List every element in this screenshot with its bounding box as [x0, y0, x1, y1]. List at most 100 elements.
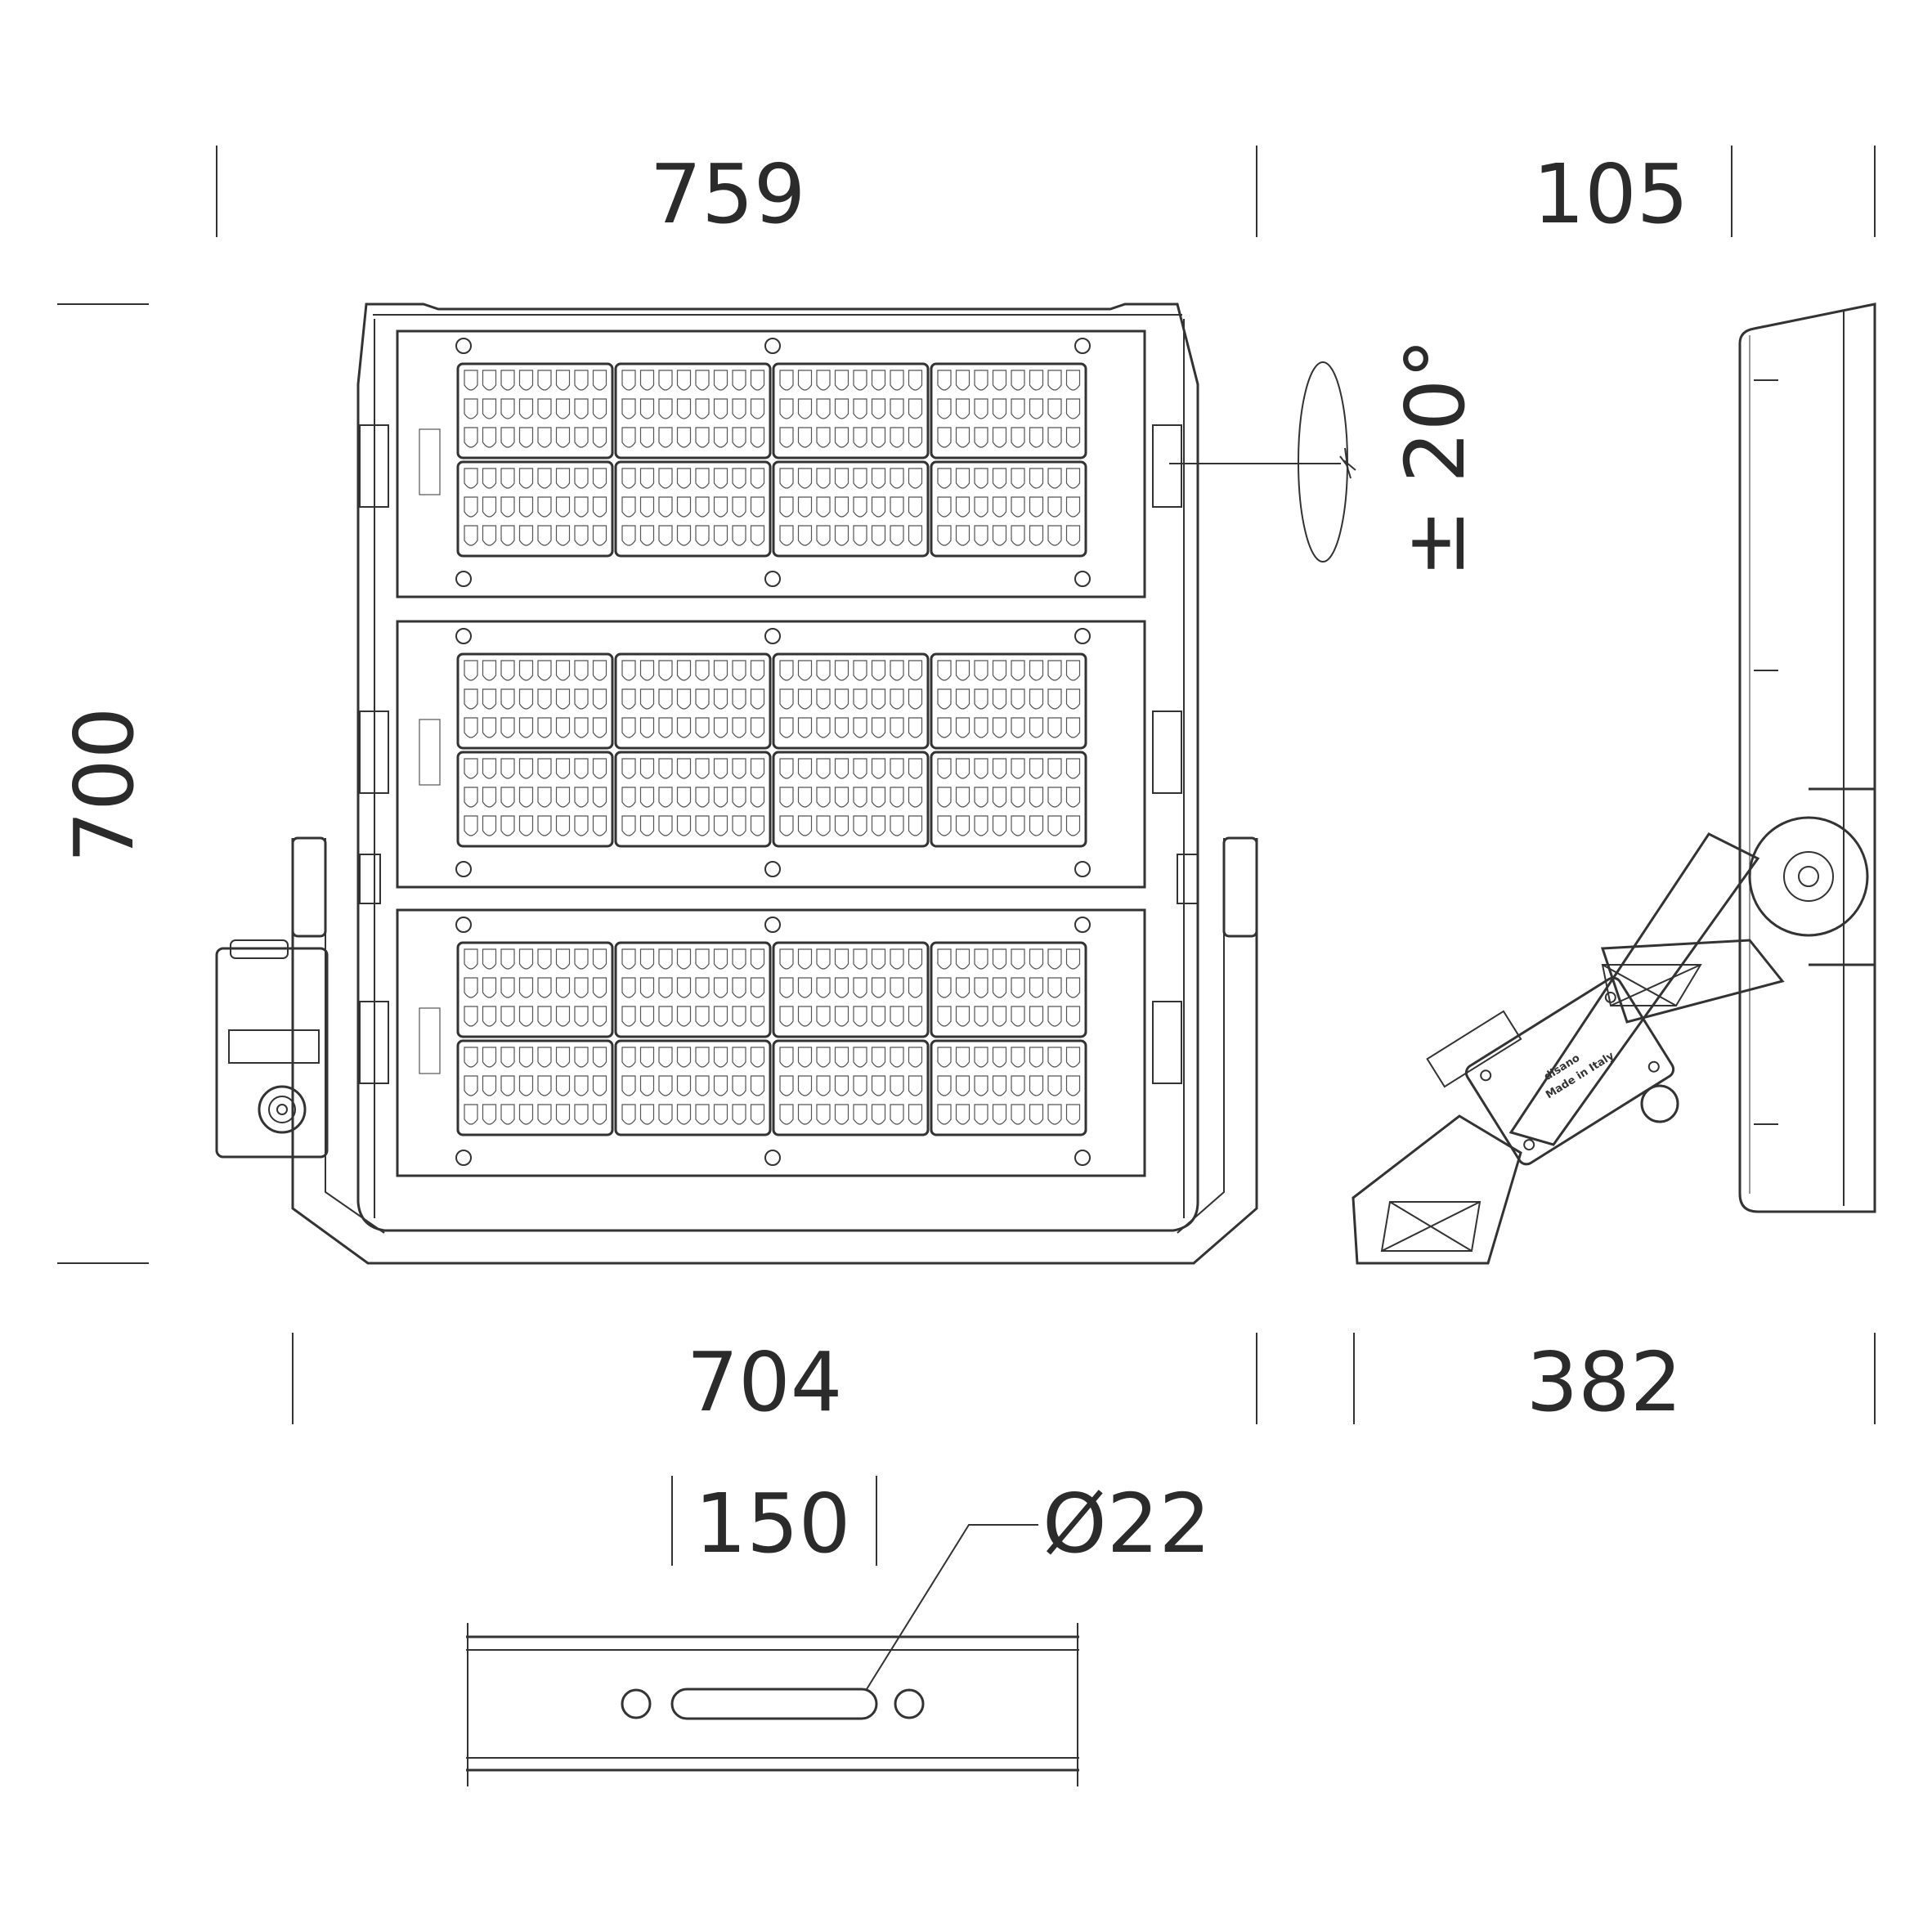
led-lens — [639, 948, 655, 970]
led-lens — [639, 1104, 655, 1125]
led-lens — [1065, 787, 1081, 808]
led-lens — [621, 660, 636, 681]
led-lens — [500, 427, 515, 448]
led-lens — [1065, 660, 1081, 681]
led-lens — [1065, 758, 1081, 779]
led-lens — [658, 525, 673, 546]
led-lens — [482, 815, 497, 836]
led-lens — [555, 468, 571, 489]
led-lens — [853, 398, 867, 419]
led-lens — [890, 948, 904, 970]
screw-icon — [455, 1150, 472, 1166]
led-lens — [695, 948, 710, 970]
led-lens — [908, 948, 923, 970]
module-brand-badge — [419, 428, 441, 495]
led-lens — [1065, 1075, 1081, 1096]
led-lens — [592, 1006, 607, 1027]
led-lens — [1065, 717, 1081, 738]
led-lens — [750, 496, 765, 518]
led-lens — [871, 398, 886, 419]
led-lens — [574, 1075, 589, 1096]
led-lens — [937, 496, 952, 518]
led-lens — [890, 525, 904, 546]
led-lens — [482, 496, 497, 518]
led-lens — [955, 1075, 970, 1096]
led-lens — [555, 525, 571, 546]
led-lens — [750, 468, 765, 489]
led-lens — [908, 468, 923, 489]
led-lens — [797, 427, 813, 448]
led-lens — [621, 758, 636, 779]
led-lens — [890, 1047, 904, 1068]
led-lens — [908, 1075, 923, 1096]
led-lens — [750, 660, 765, 681]
led-lens — [1047, 977, 1062, 998]
led-lens — [1047, 525, 1062, 546]
screw-icon — [455, 571, 472, 587]
led-lens — [464, 398, 478, 419]
led-lens — [555, 1075, 571, 1096]
led-lens — [1011, 660, 1025, 681]
led-lens — [955, 427, 970, 448]
depth-bottom-dimension: 382 — [1526, 1334, 1683, 1430]
led-lens — [555, 688, 571, 710]
led-lens — [621, 1104, 636, 1125]
led-lens — [853, 427, 867, 448]
led-module — [396, 329, 1146, 598]
screw-icon — [1074, 628, 1091, 644]
led-lens — [574, 977, 589, 998]
led-lens — [500, 758, 515, 779]
led-lens — [750, 370, 765, 391]
led-lens — [658, 660, 673, 681]
led-lens — [713, 717, 728, 738]
led-lens — [537, 1104, 552, 1125]
led-lens — [592, 717, 607, 738]
led-lens — [974, 398, 988, 419]
led-lens — [974, 660, 988, 681]
led-lens — [974, 787, 988, 808]
led-lens — [621, 948, 636, 970]
led-lens — [500, 1006, 515, 1027]
led-lens — [464, 370, 478, 391]
led-lens — [1065, 977, 1081, 998]
led-lens — [676, 1075, 692, 1096]
led-lens — [750, 398, 765, 419]
led-lens — [464, 815, 478, 836]
led-lens — [1065, 468, 1081, 489]
led-lens — [500, 688, 515, 710]
led-lens — [992, 525, 1007, 546]
led-lens — [816, 787, 831, 808]
led-lens — [555, 758, 571, 779]
led-lens — [890, 688, 904, 710]
led-lens — [816, 370, 831, 391]
led-lens — [937, 758, 952, 779]
led-lens — [871, 660, 886, 681]
led-lens — [621, 787, 636, 808]
led-lens — [974, 468, 988, 489]
led-lens — [779, 688, 794, 710]
led-lens — [890, 1104, 904, 1125]
led-lens — [797, 1104, 813, 1125]
led-lens — [779, 717, 794, 738]
led-lens — [695, 787, 710, 808]
led-lens — [592, 815, 607, 836]
led-lens — [816, 815, 831, 836]
led-lens — [574, 1047, 589, 1068]
screw-icon — [1074, 571, 1091, 587]
led-lens — [816, 758, 831, 779]
led-lens — [1029, 1006, 1044, 1027]
led-lens — [816, 398, 831, 419]
led-lens — [695, 370, 710, 391]
led-lens — [639, 1075, 655, 1096]
led-lens — [816, 1047, 831, 1068]
led-lens — [974, 688, 988, 710]
led-lens — [464, 787, 478, 808]
led-lens — [1011, 815, 1025, 836]
led-lens — [853, 496, 867, 518]
led-lens — [890, 370, 904, 391]
led-lens — [500, 468, 515, 489]
led-lens — [658, 688, 673, 710]
led-lens — [853, 1006, 867, 1027]
led-lens — [1047, 815, 1062, 836]
led-lens — [658, 1047, 673, 1068]
